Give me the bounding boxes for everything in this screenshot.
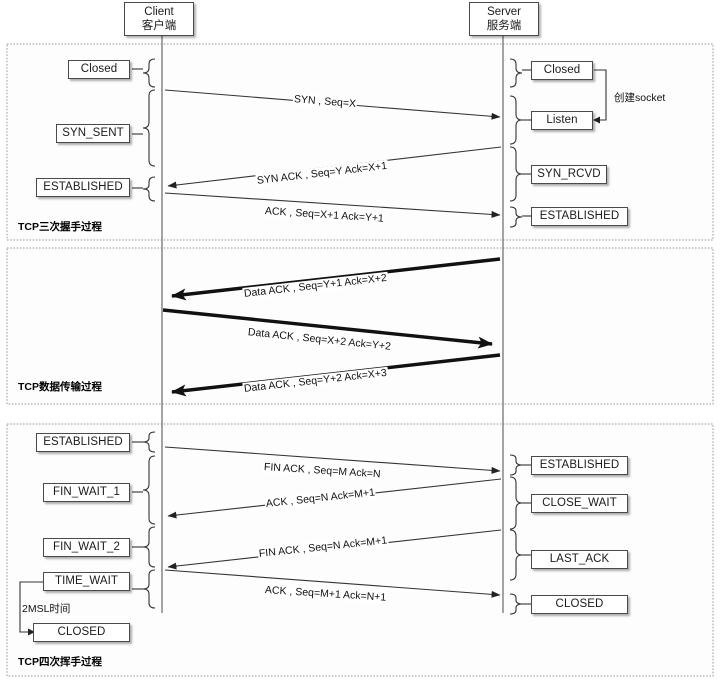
server-state-close-wait: CLOSE_WAIT (531, 494, 628, 513)
server-brace-syn-rcvd (509, 146, 531, 202)
arrow-data-ack-2 (162, 308, 493, 349)
create-socket-connector (593, 69, 607, 124)
client-brace-time-wait (132, 569, 156, 609)
endpoint-client-label-zh: 客户端 (141, 20, 177, 32)
client-brace-syn-sent (132, 89, 156, 167)
state-label: CLOSE_WAIT (542, 497, 617, 509)
state-label: CLOSED (57, 626, 106, 638)
state-label: FIN_WAIT_1 (52, 486, 121, 498)
server-state-established-1: ESTABLISHED (531, 207, 628, 226)
client-state-syn-sent: SYN_SENT (56, 124, 130, 143)
msl-connector (19, 581, 43, 636)
state-label: CLOSED (555, 598, 604, 610)
server-state-listen: Listen (531, 111, 593, 130)
client-state-established-1: ESTABLISHED (36, 178, 130, 197)
section-caption-data-transfer: TCP数据传输过程 (18, 381, 102, 393)
create-socket-annotation: 创建socket (614, 92, 666, 104)
endpoint-client: Client 客户端 (124, 2, 194, 36)
msl-timer-annotation: 2MSL时间 (22, 603, 71, 615)
server-state-closed-2: CLOSED (531, 595, 628, 614)
state-label: Closed (543, 64, 581, 76)
endpoint-server: Server 服务端 (469, 2, 539, 36)
state-label: SYN_SENT (62, 127, 124, 139)
section-caption-teardown: TCP四次挥手过程 (18, 656, 102, 668)
server-state-closed-1: Closed (531, 61, 593, 80)
state-label: ESTABLISHED (43, 436, 123, 448)
endpoint-client-label-en: Client (144, 6, 174, 18)
state-label: Closed (80, 63, 118, 75)
state-label: Listen (546, 114, 578, 126)
client-brace-closed (132, 58, 156, 88)
client-state-closed-1: Closed (68, 60, 130, 79)
server-brace-listen (509, 95, 531, 145)
endpoint-server-label-zh: 服务端 (486, 20, 522, 32)
arrow-fin-ack-1 (164, 446, 501, 474)
client-brace-fin-wait-1 (132, 455, 156, 525)
server-brace-established-2 (509, 454, 531, 476)
arrow-ack-1 (164, 192, 501, 218)
server-state-syn-rcvd: SYN_RCVD (531, 165, 607, 184)
client-state-established-2: ESTABLISHED (36, 433, 130, 452)
server-brace-closed-2 (509, 593, 531, 615)
state-label: TIME_WAIT (54, 575, 119, 587)
client-state-fin-wait-1: FIN_WAIT_1 (43, 483, 130, 502)
state-label: ESTABLISHED (539, 210, 620, 222)
server-state-last-ack: LAST_ACK (531, 550, 628, 569)
section-caption-handshake: TCP三次握手过程 (18, 221, 102, 233)
client-brace-fin-wait-2 (132, 526, 156, 568)
client-state-fin-wait-2: FIN_WAIT_2 (43, 538, 130, 557)
server-brace-last-ack (509, 529, 531, 581)
endpoint-server-label-en: Server (487, 6, 521, 18)
client-brace-established-1 (132, 176, 156, 202)
arrow-ack-3 (164, 569, 501, 598)
client-state-closed-2: CLOSED (33, 623, 130, 642)
server-brace-established-1 (509, 206, 531, 228)
state-label: ESTABLISHED (43, 181, 123, 193)
server-state-established-2: ESTABLISHED (531, 456, 628, 475)
server-brace-close-wait (509, 476, 531, 530)
client-brace-established-2 (132, 431, 156, 453)
state-label: FIN_WAIT_2 (52, 541, 121, 553)
server-brace-closed (509, 58, 531, 88)
state-label: ESTABLISHED (539, 459, 620, 471)
state-label: LAST_ACK (549, 553, 610, 565)
client-state-time-wait: TIME_WAIT (43, 572, 130, 591)
state-label: SYN_RCVD (537, 168, 601, 180)
